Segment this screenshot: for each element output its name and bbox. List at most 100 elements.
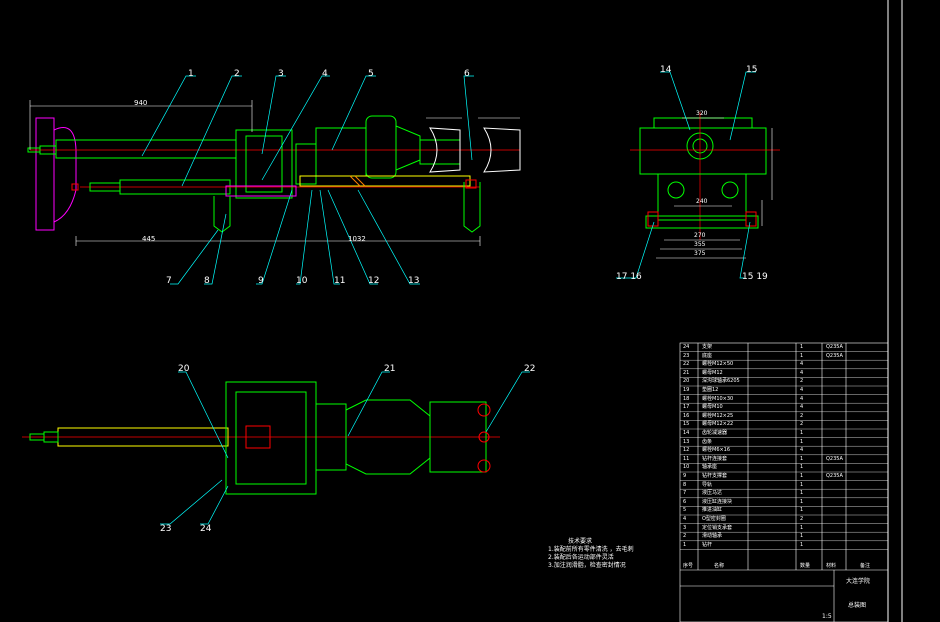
bom-cell-qty: 4 (800, 447, 804, 454)
callout-15-19: 15 19 (742, 272, 768, 282)
callout-12: 12 (368, 276, 380, 286)
bom-cell-no: 10 (683, 464, 690, 471)
notes-line-2: 2.装配后各运动部件灵活 (548, 554, 614, 561)
bom-cell-no: 14 (683, 430, 690, 436)
bom-cell-name: 定位销支承套 (702, 524, 733, 531)
callout-8: 8 (204, 276, 210, 286)
bom-cell-name: 螺母M10 (702, 404, 723, 411)
bom-cell-mat: Q235A (826, 344, 843, 350)
bom-cell-qty: 1 (800, 464, 804, 471)
bom-cell-name: 轴承座 (702, 464, 718, 471)
bom-cell-qty: 1 (800, 344, 804, 350)
bom-cell-qty: 4 (800, 404, 804, 411)
bom-cell-no: 9 (683, 473, 687, 479)
bom-row: 10 轴承座 1 (680, 463, 890, 472)
bom-cell-name: 支架 (702, 344, 713, 350)
bom-cell-name: 钻杆 (702, 541, 713, 548)
callout-9: 9 (258, 276, 264, 286)
bom-header-name: 名称 (714, 563, 725, 569)
bom-cell-no: 13 (683, 438, 690, 445)
bom-cell-qty: 1 (800, 498, 804, 505)
bom-cell-qty: 1 (800, 481, 804, 488)
bom-cell-name: 齿条 (702, 438, 713, 445)
callout-3: 3 (278, 69, 284, 79)
bom-cell-name: 螺栓M6×16 (702, 447, 731, 454)
callout-4: 4 (322, 69, 328, 79)
bom-row: 7 液压马达 1 (680, 489, 890, 498)
callout-23: 23 (160, 524, 172, 534)
bom-cell-no: 15 (683, 421, 690, 428)
bom-row: 14 齿轮减速器 1 (680, 429, 890, 438)
bom-cell-no: 3 (683, 524, 687, 531)
dimension-bottom-left: 445 (142, 235, 156, 243)
bom-cell-qty: 2 (800, 516, 804, 522)
bom-cell-qty: 1 (800, 438, 804, 445)
bom-cell-name: 螺栓M12×25 (702, 412, 734, 419)
bom-cell-mat: Q235A (826, 473, 843, 479)
bom-cell-qty: 4 (800, 395, 804, 402)
bom-cell-qty: 1 (800, 533, 804, 540)
bom-cell-no: 8 (683, 481, 687, 488)
bom-cell-name: 液压缸连接块 (702, 498, 733, 505)
title-block-school: 大连学院 (846, 578, 871, 585)
bom-cell-no: 7 (683, 490, 687, 497)
drawing-frame (887, 0, 903, 622)
bom-cell-name: 齿轮减速器 (702, 430, 728, 436)
side-view-assembly (27, 75, 521, 285)
notes-title: 技术要求 (568, 538, 593, 545)
callout-5: 5 (368, 69, 374, 79)
bom-cell-mat: Q235A (826, 352, 843, 359)
callout-20: 20 (178, 364, 190, 374)
title-block-drawing-name: 总装图 (848, 602, 867, 609)
bom-row: 13 齿条 1 (680, 438, 890, 447)
bom-cell-no: 12 (683, 447, 690, 454)
bom-cell-qty: 1 (800, 455, 804, 462)
callout-11: 11 (334, 276, 346, 286)
bom-cell-no: 22 (683, 361, 690, 368)
bom-cell-qty: 1 (800, 490, 804, 497)
bom-header: 序号 名称 数量 材料 备注 (680, 562, 890, 571)
bom-cell-no: 18 (683, 395, 690, 402)
bom-cell-name: 液压马达 (702, 490, 723, 497)
callout-22: 22 (524, 364, 536, 374)
callout-14: 14 (660, 65, 672, 75)
bom-cell-no: 11 (683, 455, 690, 462)
front-view-assembly (616, 71, 780, 279)
bom-cell-no: 2 (683, 533, 687, 540)
bom-cell-no: 4 (683, 516, 687, 522)
bom-cell-no: 23 (683, 352, 690, 359)
bom-row: 24 支架 1 Q235A (680, 343, 890, 352)
bom-cell-name: 钻杆支撑套 (702, 473, 728, 479)
callout-6: 6 (464, 69, 470, 79)
bom-cell-no: 1 (683, 541, 687, 548)
callout-24: 24 (200, 524, 212, 534)
callout-10: 10 (296, 276, 308, 286)
bom-cell-name: 螺母M12 (702, 369, 723, 376)
bom-cell-qty: 1 (800, 430, 804, 436)
callout-21: 21 (384, 364, 396, 374)
plan-view-assembly (22, 371, 530, 525)
bom-cell-qty: 1 (800, 524, 804, 531)
notes-line-3: 3.加注润滑脂，检查密封情况 (548, 562, 626, 569)
bom-cell-name: 垫圈12 (702, 387, 719, 393)
dimension-front-b3: 375 (694, 250, 706, 257)
bom-cell-no: 24 (683, 344, 690, 350)
bom-cell-qty: 2 (800, 421, 804, 428)
bom-cell-qty: 4 (800, 369, 804, 376)
bom-cell-qty: 2 (800, 412, 804, 419)
dimension-front-top: 320 (696, 110, 708, 117)
